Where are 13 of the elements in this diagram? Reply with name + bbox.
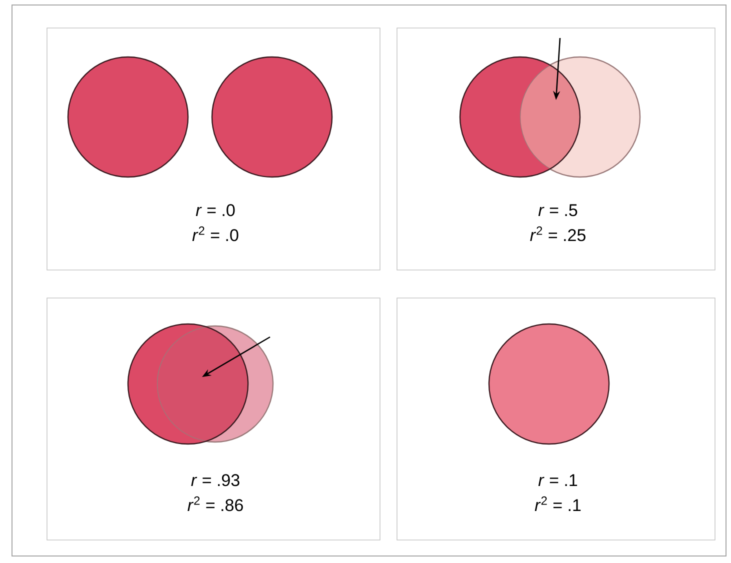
correlation-label: r = .5: [538, 204, 578, 216]
correlation-label: r$^{2}$ = .86: [188, 496, 243, 512]
correlation-label: r = .93: [191, 474, 240, 486]
circle: [211, 56, 333, 178]
circle: [488, 323, 610, 445]
circle: [67, 56, 189, 178]
correlation-label: r = .1: [538, 474, 578, 486]
correlation-label: r = .0: [196, 204, 235, 216]
correlation-label: r$^{2}$ = .1: [534, 496, 581, 511]
circle: [156, 325, 274, 443]
circle: [519, 56, 641, 178]
correlation-label: r$^{2}$ = .0: [192, 226, 238, 242]
correlation-label: r$^{2}$ = .25: [530, 226, 586, 242]
